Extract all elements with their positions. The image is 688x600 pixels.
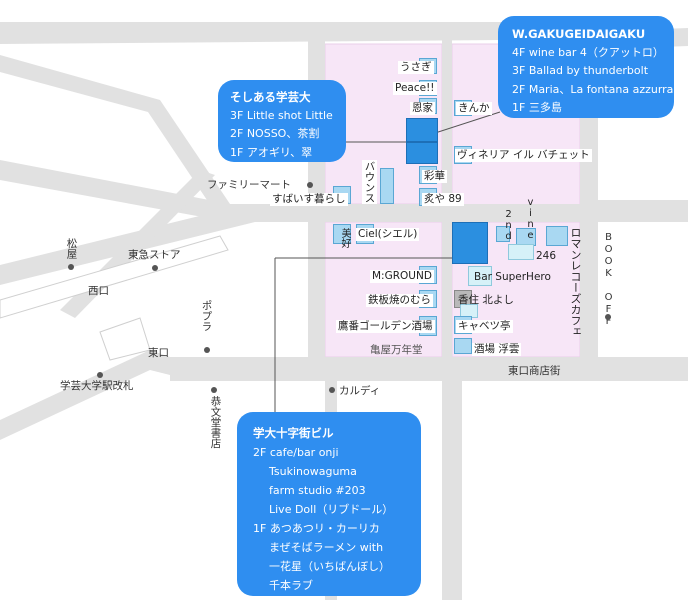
shop-romance: ロマンレコーズカフェ <box>569 227 582 337</box>
callout-line: 2F NOSSO、茶割 <box>230 127 320 140</box>
gate-dot <box>97 372 103 378</box>
callout-line: 千本ラブ <box>269 579 313 592</box>
building-sakaba <box>454 338 472 354</box>
landmark-higashiguchi-st: 東口商店街 <box>508 365 561 377</box>
building-miyoshi <box>333 224 351 244</box>
callout-w-gakugeidaigaku: W.GAKUGEIDAIGAKU 4F wine bar 4（クアットロ） 3F… <box>498 16 674 118</box>
shop-vineria: ヴィネリア イル バチェット <box>455 149 592 162</box>
callout-line: 1F 三多島 <box>512 101 562 114</box>
building-superhero <box>468 266 492 286</box>
landmark-matsuya: 松屋 <box>65 238 78 259</box>
shop-2nd: 2nd <box>503 209 514 242</box>
callout-line: Tsukinowaguma <box>269 465 357 478</box>
callout-line: 3F Ballad by thunderbolt <box>512 64 649 77</box>
kyobundo-dot <box>211 387 217 393</box>
callout-line: 1F アオギリ、翠 <box>230 145 313 159</box>
landmark-kaldi: カルディ <box>339 385 381 397</box>
railway <box>0 235 229 319</box>
callout-soshiaru: そしある学芸大 3F Little shot Little 2F NOSSO、茶… <box>218 80 346 162</box>
callout-line: Live Doll（リブドール） <box>269 503 394 516</box>
shop-mground: M:GROUND <box>370 270 434 283</box>
shop-miyoshi: 美好 <box>339 228 350 248</box>
tokyu-dot <box>152 265 158 271</box>
callout-title: W.GAKUGEIDAIGAKU <box>512 27 646 41</box>
callout-title: そしある学芸大 <box>230 90 311 104</box>
familymart-dot <box>307 182 313 188</box>
landmark-higashiguchi: 東口 <box>148 347 169 359</box>
shop-kinka: きんか <box>456 102 492 115</box>
building-romance <box>546 226 568 246</box>
callout-line: 4F wine bar 4（クアットロ） <box>512 45 664 59</box>
landmark-gakugei-gate: 学芸大学駅改札 <box>60 380 134 392</box>
shop-246: 246 <box>536 250 557 262</box>
kaldi-dot <box>329 387 335 393</box>
landmark-kyobundo: 恭文堂書店 <box>209 396 222 449</box>
shop-superhero: Bar SuperHero <box>474 271 551 283</box>
bookoff-dot <box>605 314 611 320</box>
callout-jujigai-building: 学大十字街ビル 2F cafe/bar onji Tsukinowaguma f… <box>237 412 421 596</box>
shop-usagi: うさぎ <box>398 61 434 74</box>
shop-onya: 恩家 <box>410 102 435 115</box>
callout-line: farm studio #203 <box>269 484 366 497</box>
building-246 <box>508 244 534 260</box>
popura-dot <box>204 347 210 353</box>
shop-teppanyaki: 鉄板焼のむら <box>366 294 433 307</box>
shop-saika: 彩華 <box>422 170 447 183</box>
shop-enya: 炙や 89 <box>422 193 464 206</box>
callout-line: 2F cafe/bar onji <box>253 446 339 459</box>
landmark-familymart: ファミリーマート <box>207 179 291 191</box>
building-soshiaru <box>406 142 438 164</box>
callout-line: 1F あつあつリ・カーリカ <box>253 522 380 535</box>
shop-takaka: 鷹番ゴールデン酒場 <box>336 320 435 333</box>
shop-ciel: Ciel(シエル) <box>356 228 420 241</box>
shop-kozumi: 香住 北よし <box>458 294 514 306</box>
shop-vine: vine <box>525 197 536 241</box>
landmark-nishiguchi: 西口 <box>88 285 109 297</box>
shop-bounce: バウンス <box>362 160 377 204</box>
callout-line: 2F Maria、La fontana azzurra <box>512 82 674 96</box>
building-bounce <box>380 168 394 204</box>
shop-cabbage: キャベツ亭 <box>456 320 513 333</box>
landmark-kameya: 亀屋万年堂 <box>370 344 423 356</box>
building-jujigai <box>452 222 488 264</box>
callout-line: 3F Little shot Little <box>230 108 333 122</box>
callout-pointer-wgakugei <box>431 111 501 135</box>
shop-peace: Peace!! <box>393 82 437 95</box>
shop-subaishu: すばいす暮らし <box>270 193 348 206</box>
landmark-bookoff: BOOK OFF <box>603 232 614 328</box>
building-2nd <box>496 226 510 242</box>
building-w-gakugei <box>406 118 438 142</box>
callout-line: 一花星（いちばんぼし） <box>269 560 390 573</box>
callout-title: 学大十字街ビル <box>253 426 334 440</box>
landmark-tokyu: 東急ストア <box>128 249 181 261</box>
matsuya-dot <box>68 264 74 270</box>
landmark-popura: ポプラ <box>200 300 213 332</box>
callout-line: まぜそばラーメン with <box>269 541 384 554</box>
shop-sakaba: 酒場 浮雲 <box>472 343 522 356</box>
station-area <box>99 317 151 361</box>
